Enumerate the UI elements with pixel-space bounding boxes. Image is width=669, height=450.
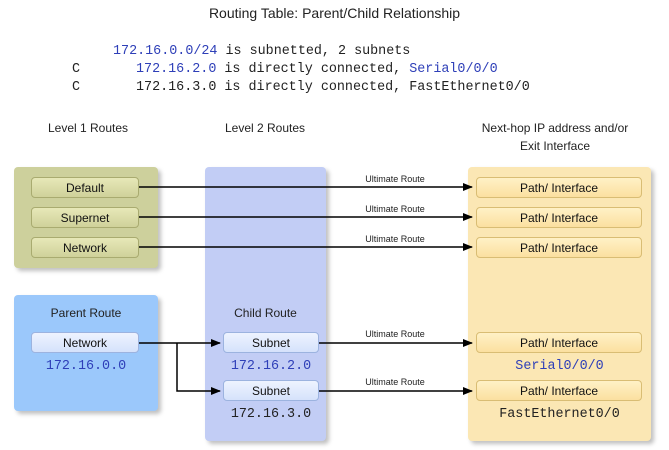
default-route-button: Default [31, 177, 139, 198]
supernet-route-button: Supernet [31, 207, 139, 228]
ultimate-route-label: Ultimate Route [365, 174, 425, 184]
network-address: 172.16.0.0/24 [113, 44, 218, 59]
ultimate-route-label: Ultimate Route [365, 329, 425, 339]
route-code: C [72, 62, 81, 77]
parent-network-address: 172.16.0.0 [45, 359, 127, 374]
arrow-parent-to-subnet2 [176, 343, 221, 395]
child-subnet-address-1: 172.16.2.0 [230, 359, 312, 374]
parent-network-button: Network [31, 332, 139, 353]
level2-header: Level 2 Routes [224, 121, 306, 135]
routing-table-line-2: 172.16.2.0 is directly connected, Serial… [136, 62, 498, 77]
exit-interface-fastethernet: FastEthernet0/0 [499, 407, 620, 422]
path-interface-button: Path/ Interface [476, 237, 642, 258]
network-address: 172.16.3.0 [136, 80, 217, 95]
ultimate-route-label: Ultimate Route [365, 204, 425, 214]
path-interface-button: Path/ Interface [476, 332, 642, 353]
ultimate-route-label: Ultimate Route [365, 234, 425, 244]
path-interface-button: Path/ Interface [476, 207, 642, 228]
ultimate-route-label: Ultimate Route [365, 377, 425, 387]
path-interface-button: Path/ Interface [476, 380, 642, 401]
route-code: C [72, 80, 81, 95]
nexthop-header-line2: Exit Interface [519, 139, 591, 153]
diagram-title: Routing Table: Parent/Child Relationship [208, 5, 461, 21]
child-subnet-button-1: Subnet [223, 332, 319, 353]
parent-route-panel [14, 295, 158, 411]
line-text: is subnetted, 2 subnets [217, 44, 411, 59]
child-route-title: Child Route [234, 306, 297, 320]
interface-name: Serial0/0/0 [409, 62, 498, 77]
network-route-button: Network [31, 237, 139, 258]
network-address: 172.16.2.0 [136, 62, 217, 77]
line-text: is directly connected, [216, 62, 410, 77]
level1-header: Level 1 Routes [47, 121, 129, 135]
child-subnet-address-2: 172.16.3.0 [230, 407, 312, 422]
child-subnet-button-2: Subnet [223, 380, 319, 401]
exit-interface-serial: Serial0/0/0 [515, 359, 604, 374]
routing-table-line-3: 172.16.3.0 is directly connected, FastEt… [136, 80, 530, 95]
line-text: is directly connected, FastEthernet0/0 [216, 80, 530, 95]
path-interface-button: Path/ Interface [476, 177, 642, 198]
routing-table-line-1: 172.16.0.0/24 is subnetted, 2 subnets [113, 44, 410, 59]
nexthop-header-line1: Next-hop IP address and/or [481, 121, 629, 135]
parent-route-title: Parent Route [50, 306, 122, 320]
